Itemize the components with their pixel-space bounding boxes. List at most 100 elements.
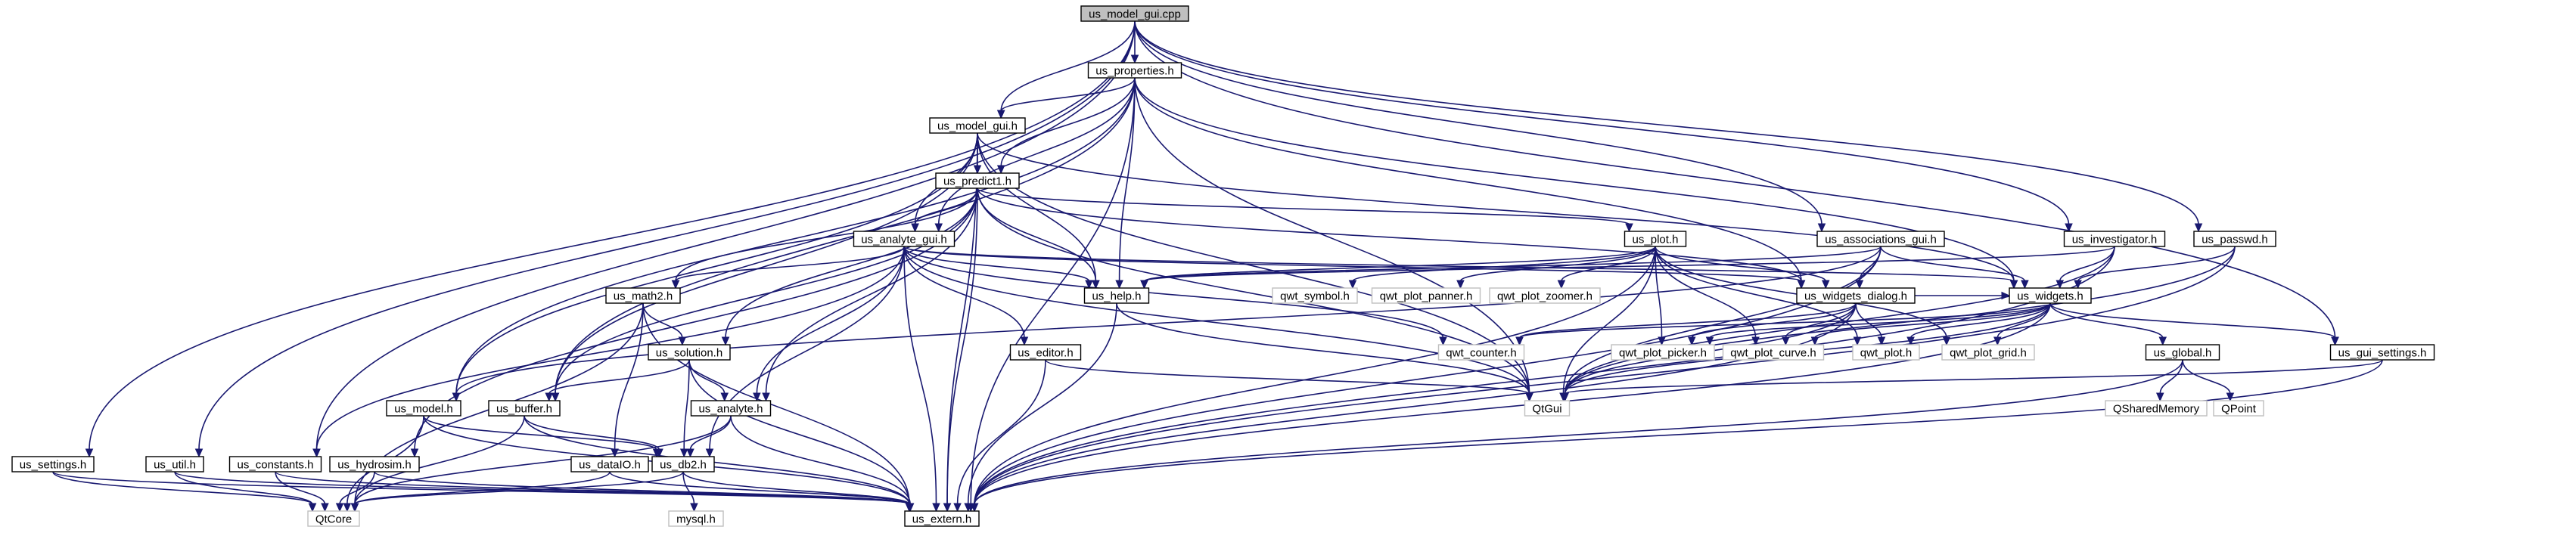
node-us-plot-h[interactable]: us_plot.h	[1624, 231, 1687, 247]
node-box	[2009, 287, 2092, 304]
edge-us_widgets_h-to-qwt_counter_h	[1518, 302, 2051, 339]
node-us-widgets-dialog-h[interactable]: us_widgets_dialog.h	[1796, 287, 1916, 304]
edge-us_analyte_gui_h-to-qwt_counter_h	[903, 246, 1444, 339]
edge-us_gui_settings_h-to-QtGui	[1564, 359, 2383, 395]
edge-us_associations_gui_h-to-QtGui	[1564, 246, 1882, 395]
node-us-db2-h[interactable]: us_db2.h	[651, 456, 715, 472]
edge-us_plot_h-to-qwt_plot_h	[1655, 246, 1858, 339]
node-us-global-h[interactable]: us_global.h	[2145, 344, 2220, 361]
node-us-help-h[interactable]: us_help.h	[1083, 287, 1150, 304]
arrowhead-us_help_h-to-us_extern_h	[964, 503, 972, 513]
node-us-editor-h[interactable]: us_editor.h	[1009, 344, 1082, 361]
edge-us_buffer_h-to-us_extern_h	[524, 415, 910, 505]
node-us-settings-h[interactable]: us_settings.h	[11, 456, 95, 472]
edge-us_analyte_gui_h-to-us_constants_h	[315, 246, 905, 451]
edge-us_analyte_gui_h-to-us_widgets_dialog_h	[903, 246, 1802, 282]
node-us-analyte-gui-h[interactable]: us_analyte_gui.h	[853, 231, 956, 247]
node-label: QPoint	[2221, 403, 2257, 416]
edge-us_model_gui_cpp-to-us_util_h	[198, 20, 1136, 451]
node-us-constants-h[interactable]: us_constants.h	[228, 456, 322, 472]
node-box	[1611, 344, 1715, 361]
arrowhead-us_solution_h-to-us_buffer_h	[545, 392, 553, 402]
node-us-extern-h[interactable]: us_extern.h	[904, 510, 980, 527]
edge-us_properties_h-to-us_buffer_h	[555, 77, 1136, 395]
arrowhead-us_analyte_gui_h-to-us_db2_h	[705, 448, 714, 458]
edge-us_predict1_h-to-us_widgets_dialog_h	[977, 187, 1802, 282]
arrowhead-us_plot_h-to-qwt_plot_zoomer_h	[1557, 280, 1566, 290]
edge-us_associations_gui_h-to-us_model_h	[455, 246, 1882, 395]
arrowhead-us_analyte_gui_h-to-us_analyte_h	[753, 392, 761, 402]
node-us-hydrosim-h[interactable]: us_hydrosim.h	[329, 456, 420, 472]
edge-us_solution_h-to-us_db2_h	[683, 359, 690, 451]
node-label: qwt_plot_zoomer.h	[1497, 290, 1593, 303]
node-label: us_widgets_dialog.h	[1804, 290, 1907, 303]
edge-us_db2_h-to-QtCore	[354, 471, 684, 505]
node-box	[690, 400, 772, 417]
arrowhead-us_plot_h-to-qwt_plot_panner_h	[1456, 280, 1465, 290]
node-qwt-symbol-h: qwt_symbol.h	[1272, 287, 1358, 304]
edge-us_analyte_gui_h-to-us_extern_h	[903, 246, 937, 505]
arrowhead-us_plot_h-to-qwt_symbol_h	[1348, 280, 1357, 290]
edge-us_widgets_h-to-us_global_h	[2049, 302, 2164, 339]
edge-us_db2_h-to-us_extern_h	[682, 471, 910, 505]
node-label: qwt_counter.h	[1446, 347, 1516, 360]
arrowhead-us_model_gui_cpp-to-us_util_h	[194, 448, 204, 458]
node-box	[1816, 231, 1945, 247]
node-QtGui: QtGui	[1524, 400, 1571, 417]
edge-us_model_h-to-us_db2_h	[423, 415, 657, 451]
edge-us_widgets_dialog_h-to-us_extern_h	[974, 302, 1857, 505]
node-us-passwd-h[interactable]: us_passwd.h	[2193, 231, 2276, 247]
node-us-model-gui-cpp[interactable]: us_model_gui.cpp	[1080, 5, 1189, 22]
arrowhead-us_db2_h-to-us_extern_h	[905, 503, 914, 513]
node-QSharedMemory: QSharedMemory	[2105, 400, 2208, 417]
node-us-investigator-h[interactable]: us_investigator.h	[2063, 231, 2166, 247]
arrowhead-us_widgets_h-to-us_global_h	[2158, 336, 2167, 346]
node-us-predict1-h[interactable]: us_predict1.h	[935, 172, 1020, 189]
node-us-properties-h[interactable]: us_properties.h	[1087, 62, 1182, 79]
node-box	[1083, 287, 1150, 304]
node-label: us_model.h	[394, 403, 453, 416]
edge-us_properties_h-to-us_model_gui_h	[1000, 77, 1136, 112]
arrowhead-us_analyte_gui_h-to-us_math2_h	[671, 280, 680, 290]
edge-us_investigator_h-to-us_widgets_h	[2059, 246, 2115, 282]
node-us-gui-settings-h[interactable]: us_gui_settings.h	[2329, 344, 2435, 361]
arrowhead-us_predict1_h-to-us_extern_h	[943, 503, 952, 513]
edge-us_model_gui_cpp-to-us_investigator_h	[1134, 20, 2070, 225]
edge-us_model_gui_cpp-to-us_passwd_h	[1134, 20, 2199, 225]
edge-us_solution_h-to-us_extern_h	[688, 359, 910, 505]
node-us-model-gui-h[interactable]: us_model_gui.h	[929, 117, 1026, 134]
node-label: QSharedMemory	[2113, 403, 2200, 416]
edge-us_global_h-to-us_extern_h	[974, 359, 2183, 505]
edge-us_util_h-to-us_extern_h	[174, 471, 910, 505]
edge-us_properties_h-to-us_widgets_dialog_h	[1134, 77, 1802, 282]
node-QtCore: QtCore	[307, 510, 360, 527]
arrowhead-us_gui_settings_h-to-QtGui	[1561, 392, 1569, 402]
arrowhead-us_constants_h-to-QtCore	[321, 503, 329, 513]
edge-us_model_gui_cpp-to-us_settings_h	[89, 20, 1136, 451]
edge-us_widgets_h-to-us_gui_settings_h	[2049, 302, 2336, 339]
node-us-util-h[interactable]: us_util.h	[145, 456, 204, 472]
node-qwt-plot-panner-h: qwt_plot_panner.h	[1371, 287, 1481, 304]
edge-us_buffer_h-to-QtCore	[354, 415, 525, 505]
edge-us_solution_h-to-us_buffer_h	[548, 359, 690, 395]
edge-us_properties_h-to-us_model_h	[455, 77, 1136, 395]
node-label: us_associations_gui.h	[1825, 234, 1937, 246]
edge-us_properties_h-to-us_widgets_h	[1134, 77, 2015, 282]
node-us-widgets-h[interactable]: us_widgets.h	[2009, 287, 2092, 304]
arrowhead-us_analyte_gui_h-to-us_constants_h	[312, 448, 321, 458]
node-us-associations-gui-h[interactable]: us_associations_gui.h	[1816, 231, 1945, 247]
edge-us_widgets_h-to-us_extern_h	[974, 302, 2051, 505]
node-label: qwt_plot_curve.h	[1730, 347, 1816, 360]
node-us-model-h[interactable]: us_model.h	[386, 400, 461, 417]
node-label: us_predict1.h	[943, 175, 1011, 188]
node-us-analyte-h[interactable]: us_analyte.h	[690, 400, 772, 417]
node-us-math2-h[interactable]: us_math2.h	[605, 287, 681, 304]
edge-us_db2_h-to-mysql_h	[682, 471, 695, 505]
node-layer: us_model_gui.cpp us_properties.h us_model_…	[11, 5, 2435, 527]
node-us-dataIO-h[interactable]: us_dataIO.h	[570, 456, 649, 472]
arrowhead-us_associations_gui_h-to-us_model_h	[452, 392, 461, 402]
arrowhead-us_predict1_h-to-us_plot_h	[1625, 223, 1633, 233]
node-us-solution-h[interactable]: us_solution.h	[648, 344, 731, 361]
node-us-buffer-h[interactable]: us_buffer.h	[488, 400, 561, 417]
arrowhead-us_widgets_dialog_h-to-us_widgets_h	[2001, 291, 2011, 300]
